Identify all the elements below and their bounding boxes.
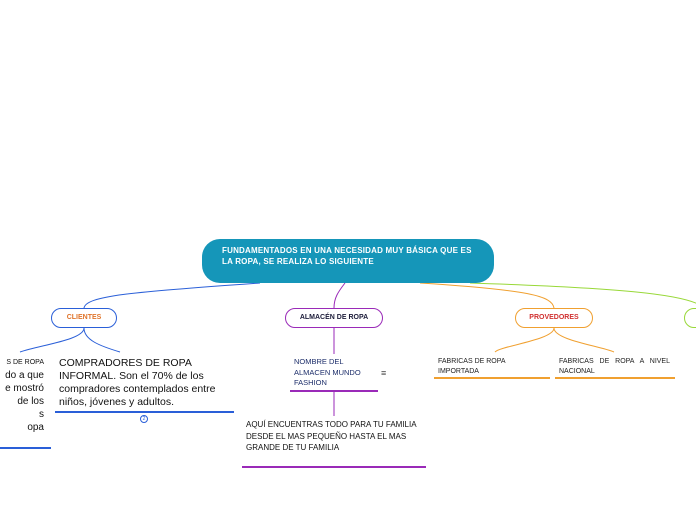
link-root-extra <box>469 282 696 304</box>
root-node[interactable]: FUNDAMENTADOS EN UNA NECESIDAD MUY BÁSIC… <box>202 239 494 283</box>
branch-clientes[interactable]: CLIENTES <box>51 308 117 328</box>
link-proveedores-importada <box>494 327 555 353</box>
link-clientes-informal <box>83 327 121 353</box>
branch-almacen-de-ropa[interactable]: ALMACÉN DE ROPA <box>285 308 383 328</box>
clientes-leaf-clipped-heading: S DE ROPA <box>6 359 44 366</box>
branch-almacen-label: ALMACÉN DE ROPA <box>299 314 369 321</box>
branch-extra-clipped[interactable]: T <box>684 308 696 328</box>
clientes-leaf-informal[interactable]: COMPRADORES DE ROPA INFORMAL. Son el 70%… <box>59 357 231 409</box>
link-root-proveedores <box>419 282 555 309</box>
link-proveedores-nacional <box>553 327 615 353</box>
clientes-informal-text: COMPRADORES DE ROPA INFORMAL. Son el 70%… <box>59 357 216 408</box>
almacen-leaf-aqui[interactable]: AQUÍ ENCUENTRAS TODO PARA TU FAMILIA DES… <box>246 419 424 454</box>
root-title: FUNDAMENTADOS EN UNA NECESIDAD MUY BÁSIC… <box>222 246 472 266</box>
almacen-nombre-underline <box>290 390 378 392</box>
clientes-leaf-clipped-body: do a que e mostró de los s opa <box>5 370 44 433</box>
link-root-clientes <box>83 282 261 309</box>
almacen-aqui-text: AQUÍ ENCUENTRAS TODO PARA TU FAMILIA DES… <box>246 420 417 452</box>
almacen-leaf-nombre[interactable]: NOMBRE DEL ALMACEN MUNDO FASHION <box>294 357 374 389</box>
clientes-leaf-clipped[interactable]: S DE ROPA do a que e mostró de los s opa <box>0 356 44 436</box>
clientes-informal-underline <box>55 411 234 413</box>
branch-proveedores[interactable]: PROVEDORES <box>515 308 593 328</box>
almacen-nombre-text: NOMBRE DEL ALMACEN MUNDO FASHION <box>294 357 361 387</box>
almacen-aqui-underline <box>242 466 426 468</box>
branch-clientes-label: CLIENTES <box>66 314 102 321</box>
proveedores-leaf-importada[interactable]: FABRICAS DE ROPA IMPORTADA <box>438 357 538 377</box>
notes-menu-icon[interactable]: ≡ <box>381 368 387 378</box>
proveedores-importada-underline <box>434 377 550 379</box>
link-clientes-left <box>19 327 85 353</box>
link-root-almacen <box>333 282 346 309</box>
clientes-leaf-clipped-underline <box>0 447 51 449</box>
branch-proveedores-label: PROVEDORES <box>529 314 579 321</box>
proveedores-nacional-underline <box>555 377 675 379</box>
proveedores-importada-text: FABRICAS DE ROPA IMPORTADA <box>438 358 506 375</box>
proveedores-nacional-text: FABRICAS DE ROPA A NIVEL NACIONAL <box>559 358 670 375</box>
note-count-badge[interactable]: 2 <box>140 415 148 423</box>
proveedores-leaf-nacional[interactable]: FABRICAS DE ROPA A NIVEL NACIONAL <box>559 357 670 377</box>
